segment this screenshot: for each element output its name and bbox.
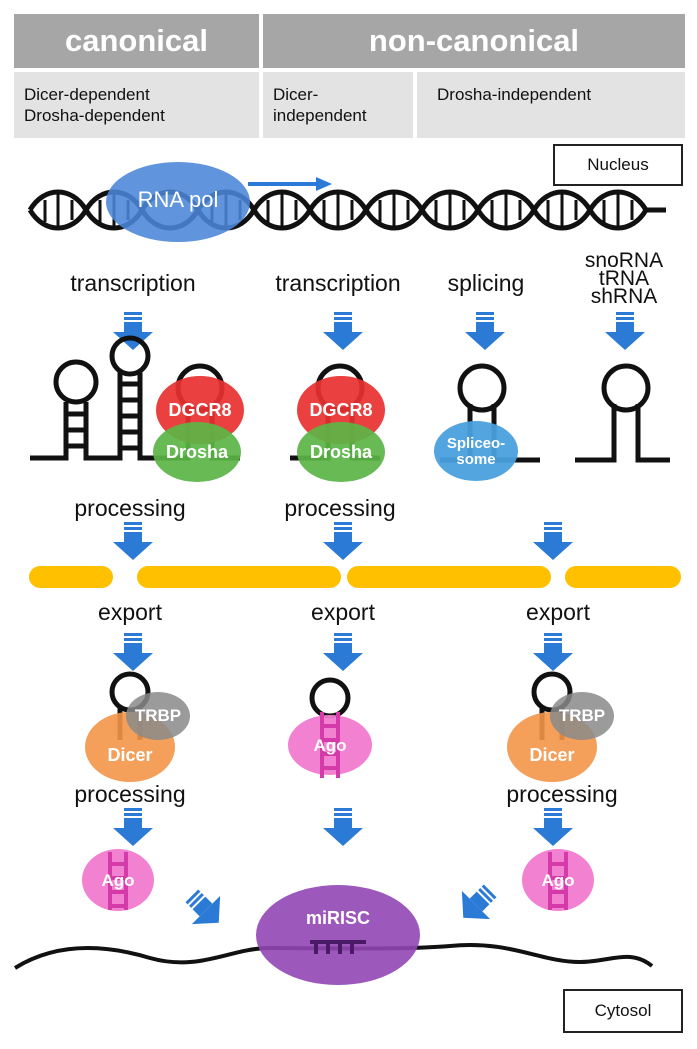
rna-pol-label: RNA pol [137,187,219,212]
mirisc-blob [256,885,420,985]
drosha-label-canonical: Drosha [165,441,228,462]
drosha-label-noncanonical: Drosha [309,441,372,462]
label-export-drosha-independent: export [526,599,590,625]
drosha-blob-canonical [153,422,241,482]
label-shrna: shRNA [590,285,658,308]
subheader-drosha-independent: Drosha-independent [417,72,685,138]
label-export-noncanonical: export [311,599,375,625]
dicer-label-drosha-independent: Dicer [529,744,575,765]
subheader-col2-line1: Dicer- [273,85,319,104]
diag-arrow-canonical-to-mirisc [177,881,233,937]
label-processing-canonical: processing [74,495,186,521]
cytosol-label: Cytosol [563,989,683,1033]
drosha-blob-noncanonical [297,422,385,482]
ago-blob-noncanonical [288,715,372,775]
mirisc-label: miRISC [305,907,370,928]
label-snorna: snoRNA [584,249,664,272]
spliceosome-blob [434,421,518,481]
down-arrow-to-ago-canonical [113,808,153,846]
label-processing-noncanonical: processing [284,495,396,521]
snorna-hairpin [575,363,670,463]
label-transcription-canonical: transcription [70,270,196,296]
label-transcription-noncanonical: transcription [275,270,401,296]
down-arrow-processing-noncanonical [323,522,363,560]
subheader-col1-line2: Drosha-dependent [24,106,165,125]
subheader-col1-line1: Dicer-dependent [24,85,150,104]
dgcr8-label-noncanonical: DGCR8 [309,399,373,420]
ago-label-drosha-independent: Ago [541,871,575,890]
trbp-blob-canonical [126,692,190,740]
subheader-dicer-independent: Dicer-independent [263,72,413,138]
mirisc-duplex [310,940,366,954]
label-small-rnas: snoRNA tRNA shRNA [584,249,664,308]
rna-pol-blob [106,162,250,242]
header-canonical: canonical [14,14,259,68]
subheader-col2-text: Dicer-independent [263,72,413,126]
label-export-canonical: export [98,599,162,625]
ago-ladder-noncanonical [320,712,340,778]
label-processing-dicer-canonical: processing [74,781,186,807]
down-arrow-small-rnas [605,312,645,350]
spliceosome-label-line2: some [456,451,496,468]
spliceosome-label-line1: Spliceo- [446,435,506,452]
down-arrow-export-canonical [113,633,153,671]
ago-ladder-canonical [108,852,128,910]
down-arrow-export-drosha-independent [533,633,573,671]
diag-arrow-drosha-independent-to-mirisc [449,876,505,932]
label-splicing: splicing [447,270,525,296]
trbp-label-drosha-independent: TRBP [558,706,606,725]
down-arrow-export-noncanonical [323,633,363,671]
down-arrow-transcription-mirtron [323,312,363,350]
dgcr8-label-canonical: DGCR8 [168,399,232,420]
trbp-blob-drosha-independent [550,692,614,740]
dicer-label-canonical: Dicer [107,744,153,765]
transcription-direction-arrow [248,177,332,191]
label-processing-dicer-drosha-independent: processing [506,781,618,807]
subheader-col2-line2: independent [273,106,367,125]
label-trna: tRNA [598,267,650,290]
trbp-label-canonical: TRBP [134,706,182,725]
nucleus-label: Nucleus [553,144,683,186]
spliceosome-label: Spliceo- some [436,432,516,472]
down-arrow-processing-canonical [113,522,153,560]
down-arrow-splicing [465,312,505,350]
down-arrow-to-ago-drosha-independent [533,808,573,846]
down-arrow-processing-drosha-independent [533,522,573,560]
pre-mirna-noncanonical [309,677,351,719]
header-non-canonical: non-canonical [263,14,685,68]
subheader-col3-text: Drosha-independent [437,85,592,104]
ago-label-canonical: Ago [101,871,135,890]
ago-label-noncanonical: Ago [313,736,347,755]
ago-ladder-drosha-independent [548,852,568,910]
down-arrow-to-mirisc-noncanonical [323,808,363,846]
